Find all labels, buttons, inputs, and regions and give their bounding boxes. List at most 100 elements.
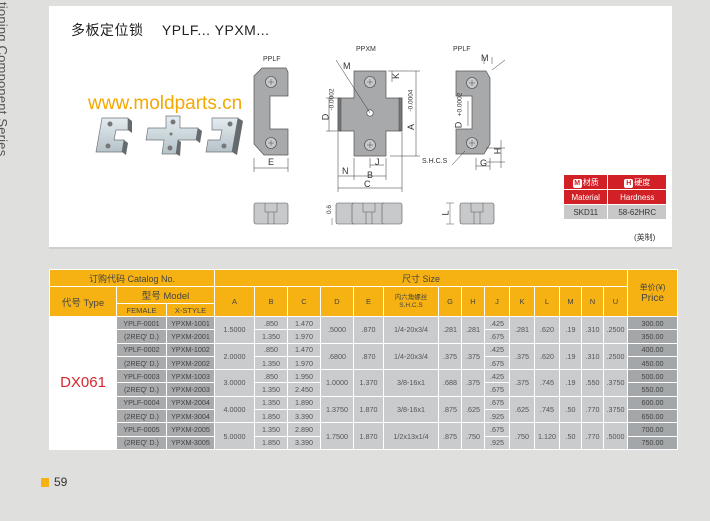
cell-A: 2.0000 [214,342,255,371]
cell-H: .375 [461,342,485,371]
col-G: G [438,286,462,317]
cell-D: 1.3750 [320,395,354,424]
product-photo [95,115,243,156]
col-shcs-en: S.H.C.S [399,301,423,309]
female-model-cell: (2REQ' D.) [116,435,167,450]
dim-K: K [391,72,402,80]
col-C: C [287,286,321,317]
cell-shcs: 1/2x13x1/4 [383,422,439,450]
cell-A: 4.0000 [214,395,255,424]
series-side-label: tioning Component Series [0,0,14,156]
price-cell: 700.00 [627,422,678,437]
cell-shcs: 3/8-16x1 [383,395,439,424]
cell-L: .620 [534,316,560,344]
cell-E: .870 [353,316,384,344]
xstyle-model-cell: YPXM-3004 [166,409,215,424]
female-model-cell: (2REQ' D.) [116,355,167,371]
cell-B: .850 [254,315,288,331]
spec-table: 订购代码 Catalog No. 尺寸 Size 单价(¥)Price 代号 T… [49,269,678,450]
price-header: 单价(¥)Price [627,269,678,317]
col-A: A [214,286,255,317]
price-cell: 350.00 [627,329,678,344]
dim-N: N [342,166,349,176]
cell-N: .770 [581,395,604,424]
xstyle-model-cell: YPXM-3005 [166,435,215,450]
cell-C: 3.390 [287,435,321,450]
cell-U: .2500 [603,342,628,371]
cell-U: .3750 [603,369,628,397]
tol-d-left: -0.0002 [328,88,336,111]
series-side-label-text: tioning Component Series [0,2,10,157]
cell-U: .3750 [603,395,628,424]
label-shcs: S.H.C.S [422,158,448,165]
cell-M: .19 [559,342,582,371]
female-model-cell: YPLF-0002 [116,342,167,357]
xstyle-model-cell: YPXM-2001 [166,329,215,344]
col-D: D [320,286,354,317]
xstyle-model-cell: YPXM-1002 [166,342,215,357]
cell-H: .625 [461,395,485,424]
female-model-cell: (2REQ' D.) [116,409,167,424]
col-H: H [461,286,485,317]
type-code-cell: DX061 [49,316,117,450]
dim-J: J [375,157,380,167]
cell-H: .281 [461,316,485,344]
xstyle-model-cell: YPXM-1001 [166,315,215,331]
dim-D: D [320,113,331,121]
cell-H: .375 [461,369,485,397]
cell-U: .5000 [603,422,628,450]
dim-M-right: M [481,53,489,63]
cell-B: 1.850 [254,409,288,424]
cell-M: .19 [559,369,582,397]
label-pplf-right: PPLF [453,46,471,53]
price-header-en: Price [641,293,664,304]
cell-C: 1.970 [287,355,321,371]
cell-J: .925 [484,435,510,450]
cell-M: .19 [559,316,582,344]
cell-C: 1.470 [287,342,321,357]
hardness-en-label: Hardness [607,189,667,205]
cell-J: .425 [484,315,510,331]
dim-A: A [406,123,417,131]
cell-G: .688 [438,369,462,397]
cell-N: .310 [581,316,604,344]
dim-B: B [367,170,374,180]
cell-K: .281 [509,316,535,344]
xstyle-model-cell: YPXM-2004 [166,395,215,411]
page-number: 59 [41,475,67,489]
cell-C: 1.950 [287,369,321,384]
cell-G: .875 [438,422,462,450]
price-cell: 450.00 [627,355,678,371]
dim-depth: 0.6 [326,204,334,215]
cell-N: .310 [581,342,604,371]
material-cn-label: 材质 [582,177,599,187]
cell-E: 1.370 [353,369,384,397]
price-cell: 300.00 [627,315,678,331]
material-header-en: Material Hardness [562,189,667,205]
cell-E: .870 [353,342,384,371]
cell-J: .675 [484,382,510,397]
cell-shcs: 3/8-16x1 [383,369,439,397]
dim-H: H [492,147,503,155]
hardness-cn-label: 硬度 [634,177,651,187]
price-cell: 400.00 [627,342,678,357]
page-title: 多板定位锁 YPLF... YPXM... [71,20,270,40]
cell-U: .2500 [603,316,628,344]
cell-C: 3.390 [287,409,321,424]
cell-H: .750 [461,422,485,450]
female-model-cell: YPLF-0005 [116,422,167,437]
female-header: FEMALE [116,303,167,317]
cell-B: .850 [254,369,288,384]
cell-B: 1.350 [254,355,288,371]
cell-K: .625 [509,395,535,424]
cell-J: .675 [484,329,510,344]
xstyle-model-cell: YPXM-2003 [166,382,215,397]
